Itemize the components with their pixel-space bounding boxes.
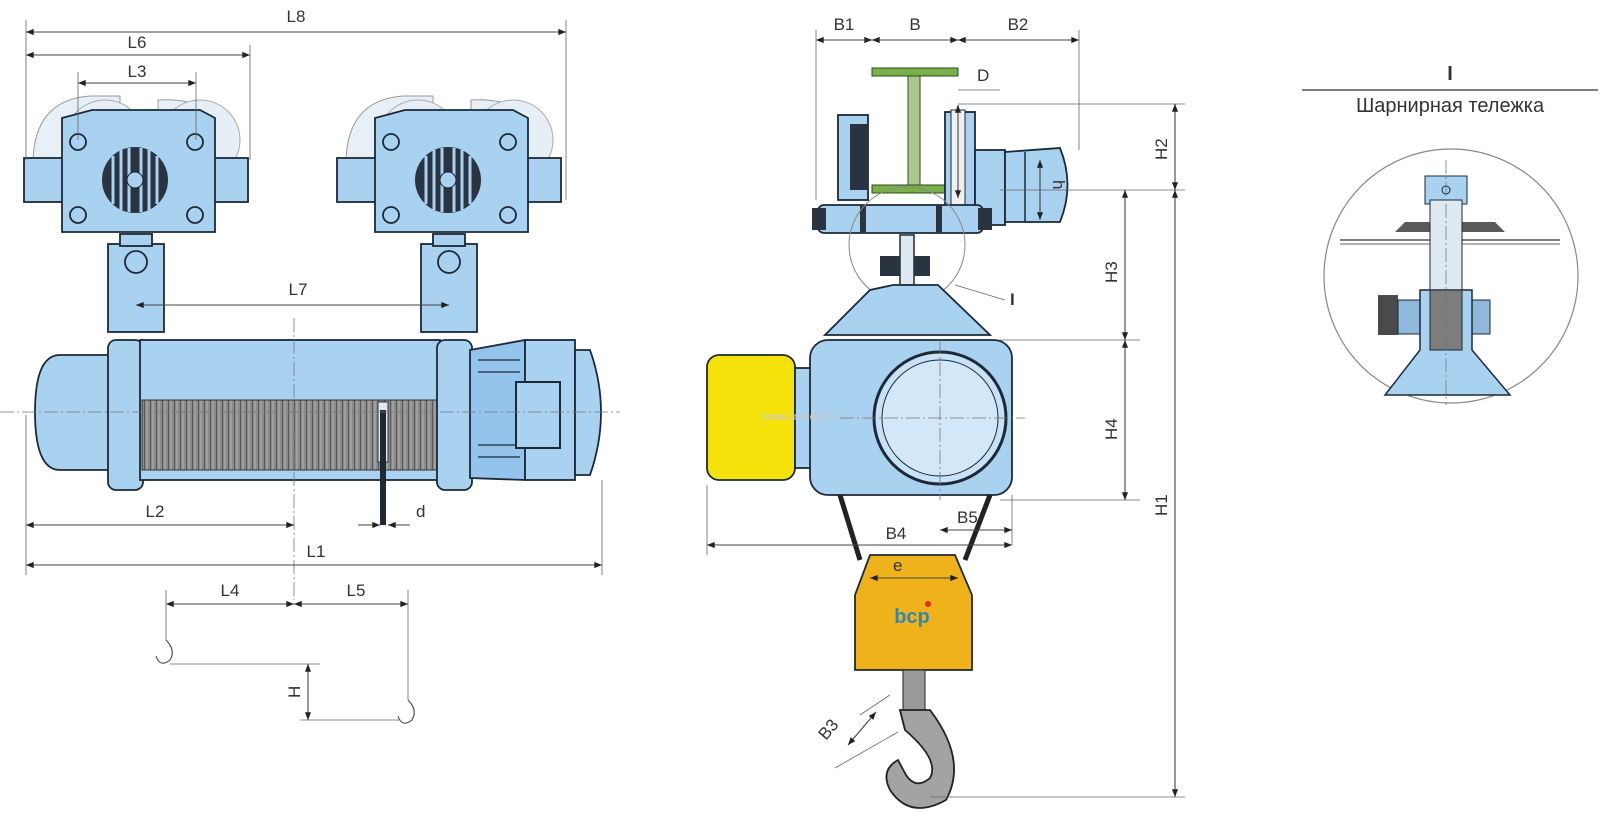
dim-label-e: e [893, 556, 902, 575]
dim-label-L7: L7 [289, 280, 308, 299]
dim-label-B4: B4 [886, 524, 907, 543]
dim-label-B3: B3 [815, 715, 843, 743]
detail-view: I Шарнирная тележка [1302, 63, 1598, 405]
i-beam [871, 67, 959, 194]
dim-label-L4: L4 [221, 581, 240, 600]
dim-label-H1: H1 [1152, 494, 1171, 516]
detail-marker: I [1447, 63, 1453, 85]
dim-label-L6: L6 [128, 33, 147, 52]
trolley-left [23, 95, 249, 333]
dim-label-L2: L2 [146, 502, 165, 521]
trolley-right [336, 95, 562, 333]
detail-marker-side: I [1010, 290, 1015, 309]
dim-label-d: d [416, 502, 425, 521]
dim-label-L3: L3 [128, 62, 147, 81]
dim-label-L5: L5 [347, 581, 366, 600]
dim-label-H3: H3 [1102, 261, 1121, 283]
side-view: I bcp www.cranetel.ru [706, 15, 1185, 809]
dim-label-L8: L8 [287, 7, 306, 26]
hook [885, 669, 955, 809]
front-view: L8 L6 L3 L7 L2 d L1 L4 L5 [0, 7, 620, 724]
dim-label-H4: H4 [1102, 418, 1121, 440]
hoist-drum [34, 338, 602, 525]
dim-label-h: h [1049, 180, 1068, 189]
dim-label-B1: B1 [834, 15, 855, 34]
hook-block-logo: bcp [894, 606, 930, 628]
dim-label-L1: L1 [307, 542, 326, 561]
watermark: www.cranetel.ru [761, 411, 840, 423]
dim-label-B: B [909, 15, 920, 34]
dim-label-H2: H2 [1152, 138, 1171, 160]
dim-label-D: D [977, 66, 989, 85]
detail-title: Шарнирная тележка [1356, 95, 1545, 117]
dim-label-H: H [285, 686, 304, 698]
front-dimensions: L8 L6 L3 L7 L2 d L1 L4 L5 [25, 7, 603, 724]
dim-label-B5: B5 [957, 508, 978, 527]
dim-label-B2: B2 [1008, 15, 1029, 34]
side-dimensions: B1 B B2 D h H2 H3 H4 H1 B4 [706, 15, 1185, 798]
